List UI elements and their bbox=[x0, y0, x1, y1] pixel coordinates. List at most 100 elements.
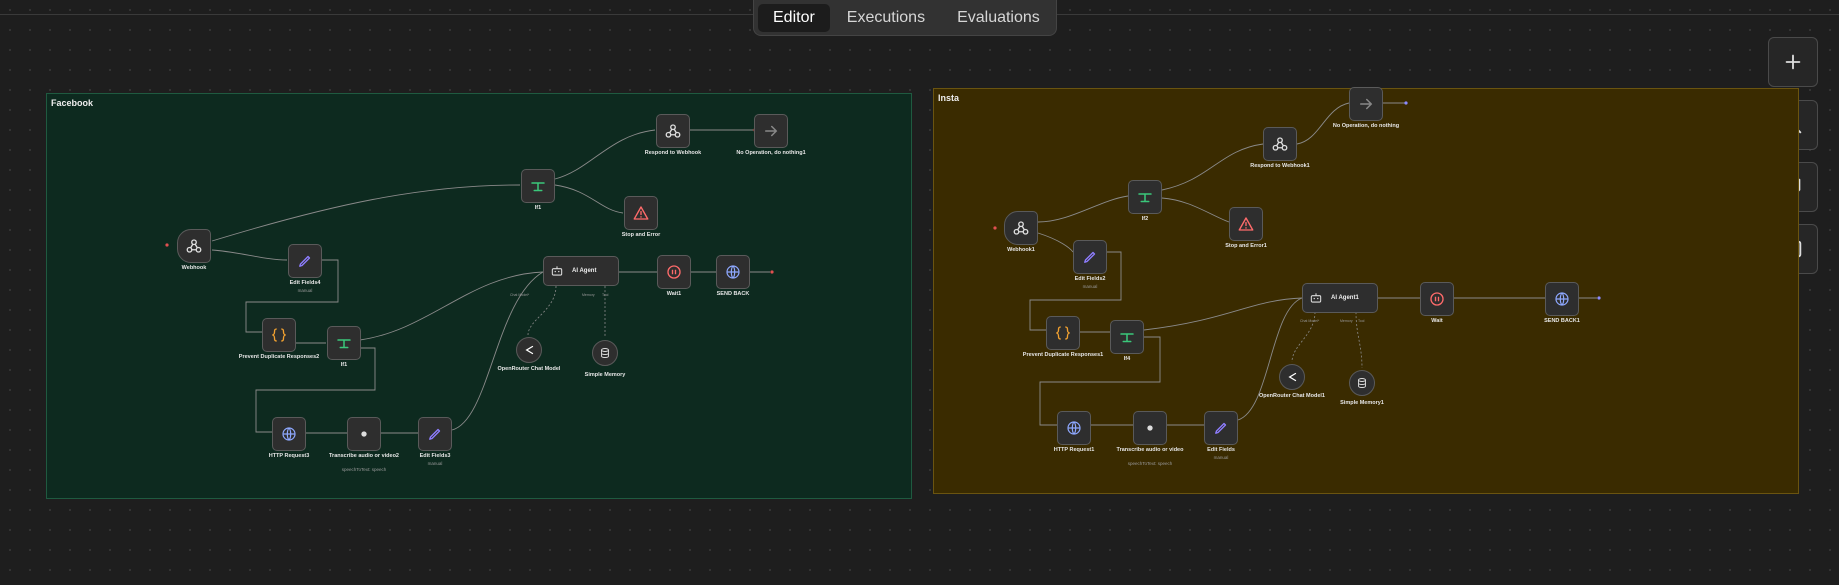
webhook-icon bbox=[1272, 137, 1288, 151]
plus-icon bbox=[1785, 54, 1801, 70]
node-label: Respond to Webhook1 bbox=[1250, 163, 1310, 169]
node-label: OpenRouter Chat Model bbox=[497, 366, 561, 372]
robot-icon bbox=[1310, 293, 1322, 303]
if-branch-icon bbox=[337, 339, 351, 349]
curly-braces-icon bbox=[1056, 326, 1070, 340]
webhook-node[interactable] bbox=[177, 229, 211, 263]
node-label: If1 bbox=[534, 205, 542, 211]
node-label: Wait1 bbox=[666, 291, 682, 297]
edit-fields-node[interactable] bbox=[418, 417, 452, 451]
chat-model-node[interactable] bbox=[1279, 364, 1305, 390]
node-subtitle: manual bbox=[1213, 455, 1229, 460]
database-icon bbox=[1358, 378, 1366, 388]
globe-icon bbox=[282, 427, 296, 441]
node-label: Wait bbox=[1431, 318, 1443, 324]
node-label: HTTP Request3 bbox=[268, 453, 310, 459]
node-label: Webhook bbox=[181, 265, 207, 271]
node-label: Transcribe audio or video bbox=[1116, 447, 1184, 453]
node-label: AI Agent bbox=[572, 268, 597, 274]
memory-node[interactable] bbox=[592, 340, 618, 366]
respond-webhook-node[interactable] bbox=[1263, 127, 1297, 161]
stop-error-node[interactable] bbox=[1229, 207, 1263, 241]
if-branch-icon bbox=[1138, 193, 1152, 203]
node-label: AI Agent1 bbox=[1331, 295, 1359, 301]
node-label: If2 bbox=[1141, 216, 1149, 222]
wait-node[interactable] bbox=[1420, 282, 1454, 316]
node-label: Respond to Webhook bbox=[644, 150, 702, 156]
group-title: Insta bbox=[938, 93, 960, 103]
node-label: Edit Fields bbox=[1207, 447, 1235, 453]
respond-webhook-node[interactable] bbox=[656, 114, 690, 148]
node-subtitle: manual bbox=[297, 288, 313, 293]
node-label: Stop and Error1 bbox=[1225, 243, 1267, 249]
http-request-node[interactable] bbox=[272, 417, 306, 451]
arrow-right-icon bbox=[765, 125, 778, 137]
http-send-node[interactable] bbox=[1545, 282, 1579, 316]
node-label: No Operation, do nothing1 bbox=[736, 150, 806, 156]
memory-node[interactable] bbox=[1349, 370, 1375, 396]
pencil-icon bbox=[299, 255, 311, 267]
node-subtitle: manual bbox=[427, 461, 443, 466]
wait-node[interactable] bbox=[657, 255, 691, 289]
node-label: Simple Memory1 bbox=[1340, 400, 1384, 406]
chat-model-node[interactable] bbox=[516, 337, 542, 363]
pause-icon bbox=[667, 265, 681, 279]
if-node[interactable] bbox=[1128, 180, 1162, 214]
node-label: OpenRouter Chat Model1 bbox=[1258, 393, 1325, 399]
node-subtitle: speechToText: speech bbox=[1127, 461, 1173, 466]
warning-icon bbox=[633, 206, 649, 220]
if-node-small[interactable] bbox=[327, 326, 361, 360]
tab-editor[interactable]: Editor bbox=[758, 3, 830, 32]
node-subtitle: speechToText: speech bbox=[341, 467, 387, 472]
view-tabs: Editor Executions Evaluations bbox=[753, 0, 1057, 36]
webhook-icon bbox=[186, 239, 202, 253]
node-label: Stop and Error bbox=[621, 232, 661, 238]
node-label: Prevent Duplicate Responses2 bbox=[238, 354, 320, 360]
if-node-small[interactable] bbox=[1110, 320, 1144, 354]
ai-agent-node[interactable]: AI Agent bbox=[543, 256, 619, 286]
transcribe-node[interactable] bbox=[1133, 411, 1167, 445]
edit-fields-node[interactable] bbox=[1073, 240, 1107, 274]
http-send-node[interactable] bbox=[716, 255, 750, 289]
pause-icon bbox=[1430, 292, 1444, 306]
edit-fields-node[interactable] bbox=[288, 244, 322, 278]
transcribe-node[interactable] bbox=[347, 417, 381, 451]
stop-error-node[interactable] bbox=[624, 196, 658, 230]
no-op-node[interactable] bbox=[1349, 87, 1383, 121]
robot-icon bbox=[551, 266, 563, 276]
tab-evaluations[interactable]: Evaluations bbox=[957, 8, 1040, 26]
warning-icon bbox=[1238, 217, 1254, 231]
add-node-button[interactable] bbox=[1768, 37, 1818, 87]
code-node[interactable] bbox=[262, 318, 296, 352]
no-op-node[interactable] bbox=[754, 114, 788, 148]
node-label: HTTP Request1 bbox=[1053, 447, 1095, 453]
pencil-icon bbox=[429, 428, 441, 440]
pencil-icon bbox=[1215, 422, 1227, 434]
ai-agent-node[interactable]: AI Agent1 bbox=[1302, 283, 1378, 313]
pencil-icon bbox=[1084, 251, 1096, 263]
globe-icon bbox=[726, 265, 740, 279]
edit-fields-node[interactable] bbox=[1204, 411, 1238, 445]
node-label: Simple Memory bbox=[584, 372, 626, 378]
if-node[interactable] bbox=[521, 169, 555, 203]
code-node[interactable] bbox=[1046, 316, 1080, 350]
webhook-node[interactable] bbox=[1004, 211, 1038, 245]
node-label: Prevent Duplicate Responses1 bbox=[1022, 352, 1104, 358]
http-request-node[interactable] bbox=[1057, 411, 1091, 445]
node-label: Edit Fields2 bbox=[1074, 276, 1106, 282]
curly-braces-icon bbox=[272, 328, 286, 342]
dot-icon bbox=[1147, 425, 1153, 431]
node-subtitle: manual bbox=[1082, 284, 1098, 289]
group-title: Facebook bbox=[51, 98, 94, 108]
node-label: SEND BACK1 bbox=[1544, 318, 1580, 324]
tab-executions[interactable]: Executions bbox=[846, 8, 926, 26]
globe-icon bbox=[1067, 421, 1081, 435]
node-label: Webhook1 bbox=[1007, 247, 1035, 253]
globe-icon bbox=[1555, 292, 1569, 306]
node-label: Edit Fields3 bbox=[419, 453, 451, 459]
webhook-icon bbox=[665, 124, 681, 138]
if-branch-icon bbox=[1120, 333, 1134, 343]
openrouter-icon bbox=[1288, 372, 1297, 382]
openrouter-icon bbox=[525, 345, 534, 355]
dot-icon bbox=[361, 431, 367, 437]
